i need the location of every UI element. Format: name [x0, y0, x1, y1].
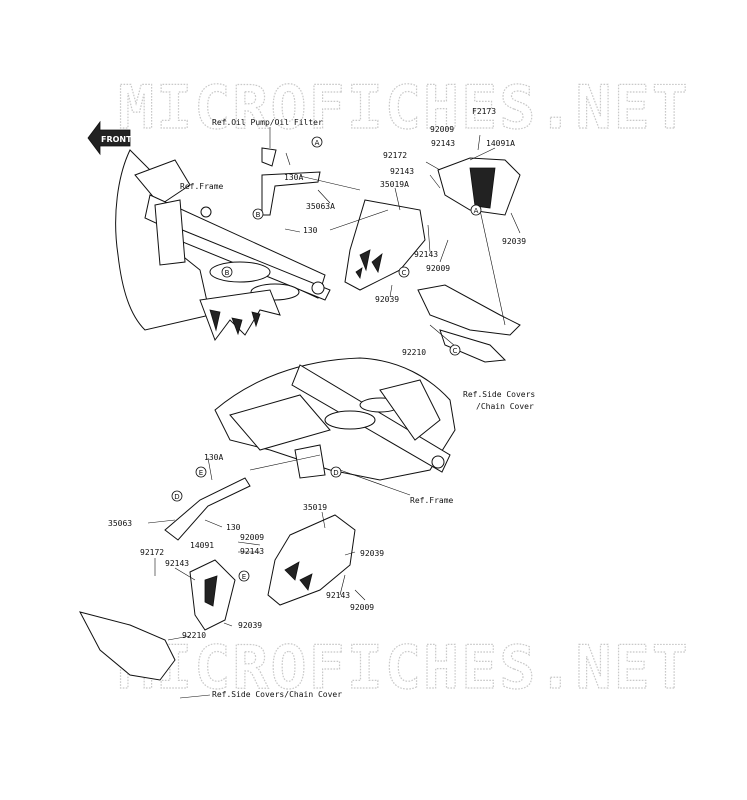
cover-35019a [344, 199, 426, 291]
lower-callouts: E D D E [171, 466, 342, 582]
part-130a-lower: 130A [204, 453, 223, 462]
upper-callouts: A B A B C C [221, 136, 482, 356]
part-f2173: F2173 [472, 107, 496, 116]
part-130-lower: 130 [226, 523, 241, 532]
part-92009-lower-b: 92009 [350, 603, 374, 612]
part-35019a: 35019A [380, 180, 409, 189]
part-92143-lower-c: 92143 [326, 591, 350, 600]
lower-assembly: E D D E 130A Ref.Frame 35063 130 35019 9… [79, 357, 456, 699]
part-130a-upper: 130A [284, 173, 303, 182]
part-14091: 14091 [190, 541, 214, 550]
part-92143-lower-a: 92143 [240, 547, 264, 556]
svg-text:E: E [242, 573, 246, 581]
upper-frame-illustration [115, 149, 331, 342]
part-130-upper: 130 [303, 226, 318, 235]
upper-assembly: A B A B C C Ref.Oil Pump/Oil Filter Ref.… [115, 107, 535, 411]
watermark-top: MICROFICHES.NET [118, 73, 690, 143]
svg-text:C: C [402, 269, 407, 277]
part-92143-lower-b: 92143 [165, 559, 189, 568]
svg-text:C: C [453, 347, 458, 355]
svg-text:B: B [225, 269, 230, 277]
chain-cover-piece-lower [79, 611, 176, 681]
part-92143-upper-a: 92143 [390, 167, 414, 176]
bracket-35063 [164, 477, 251, 541]
part-92039-lower-a: 92039 [360, 549, 384, 558]
ref-side-covers-label-upper: Ref.Side Covers [463, 390, 535, 399]
part-92039-upper-a: 92039 [502, 237, 526, 246]
part-92210-upper: 92210 [402, 348, 426, 357]
part-92143-upper-b: 92143 [414, 250, 438, 259]
clamp-piece [261, 147, 277, 167]
ref-oil-pump-label: Ref.Oil Pump/Oil Filter [212, 118, 323, 127]
svg-text:A: A [474, 207, 479, 215]
front-arrow-label: FRONT [101, 135, 132, 144]
part-92172-lower: 92172 [140, 548, 164, 557]
watermark-bottom: MICROFICHES.NET [118, 633, 690, 703]
part-14091a: 14091A [486, 139, 515, 148]
ref-frame-label-lower: Ref.Frame [410, 496, 454, 505]
svg-text:E: E [199, 469, 203, 477]
part-92009-upper-a: 92009 [430, 125, 454, 134]
ref-chain-cover-label-upper: /Chain Cover [476, 402, 534, 411]
part-92143-upper-c: 92143 [431, 139, 455, 148]
cover-35019 [267, 514, 356, 606]
part-92009-upper-b: 92009 [426, 264, 450, 273]
part-35063a: 35063A [306, 202, 335, 211]
front-arrow: FRONT [87, 120, 132, 156]
svg-text:B: B [256, 211, 261, 219]
ref-side-covers-label-lower: Ref.Side Covers/Chain Cover [212, 690, 342, 699]
part-35063: 35063 [108, 519, 132, 528]
ref-frame-label-upper: Ref.Frame [180, 182, 224, 191]
part-35019: 35019 [303, 503, 327, 512]
part-92210-lower: 92210 [182, 631, 206, 640]
svg-text:D: D [174, 493, 179, 501]
part-92172-upper: 92172 [383, 151, 407, 160]
part-92009-lower-a: 92009 [240, 533, 264, 542]
part-92039-lower-b: 92039 [238, 621, 262, 630]
chain-cover-piece [417, 284, 521, 336]
part-92039-upper-b: 92039 [375, 295, 399, 304]
lower-frame-illustration [214, 357, 456, 481]
svg-text:A: A [315, 139, 320, 147]
svg-text:D: D [333, 469, 338, 477]
